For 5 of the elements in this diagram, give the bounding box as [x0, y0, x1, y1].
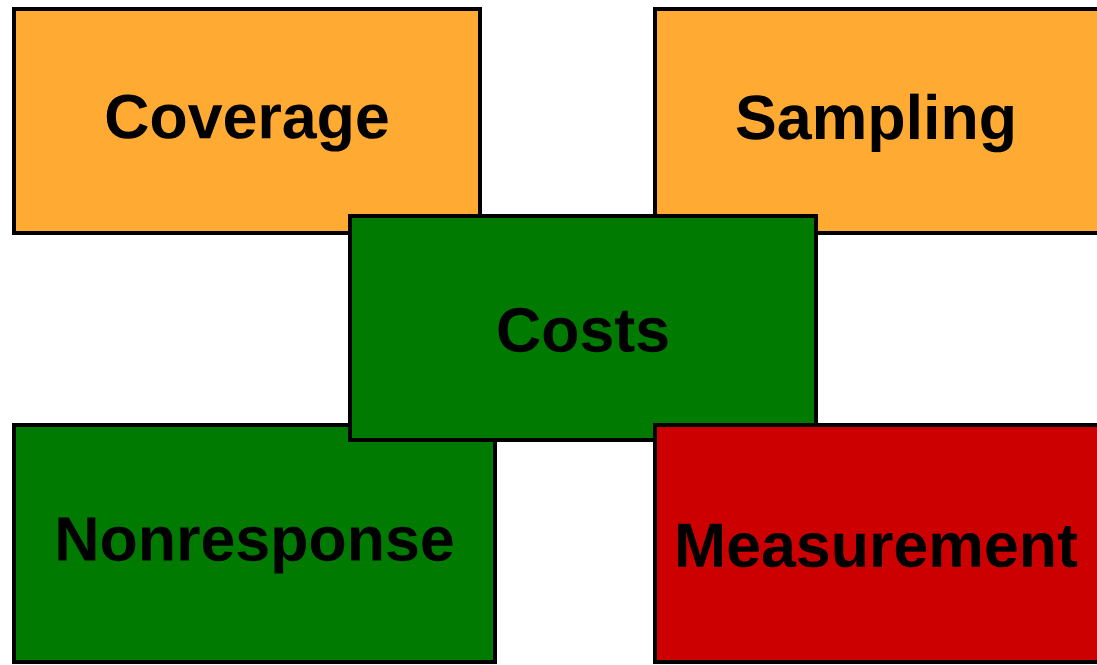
category-box: Sampling: [653, 7, 1097, 235]
category-box: Measurement: [653, 423, 1097, 664]
category-box: Nonresponse: [12, 423, 497, 664]
category-box: Costs: [348, 214, 818, 442]
category-box: Coverage: [12, 7, 482, 235]
